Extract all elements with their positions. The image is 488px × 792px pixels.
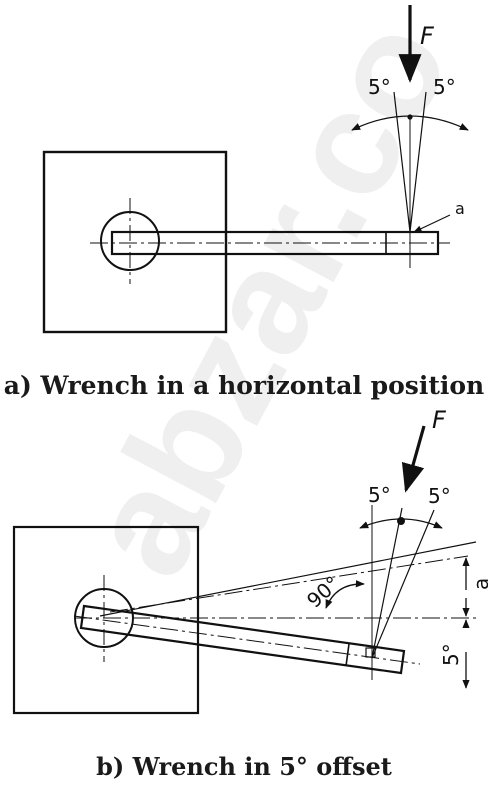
handle-centerline-b xyxy=(73,615,421,665)
force-label-b: F xyxy=(432,406,447,434)
angle-right-label-b: 5° xyxy=(428,484,451,508)
angle-left-label-b: 5° xyxy=(368,483,391,507)
arc-center-dot-a xyxy=(407,114,413,120)
load-angle-left-line xyxy=(393,91,411,233)
watermark-text: abzar.co xyxy=(52,0,482,601)
leader-a xyxy=(413,214,451,233)
right-angle-marker-b xyxy=(365,647,376,658)
workpiece-square xyxy=(42,150,228,334)
right-angle-label-b: 90° xyxy=(302,571,344,613)
wrench-handle-b xyxy=(79,604,406,675)
angle-left-label-a: 5° xyxy=(368,75,391,99)
load-angle-right-line xyxy=(409,91,427,233)
figure-a xyxy=(42,5,469,334)
right-angle-arc-b xyxy=(325,580,365,609)
caption-b: b) Wrench in 5° offset xyxy=(96,752,392,781)
offset-label-b: 5° xyxy=(439,643,463,666)
workpiece-square-b xyxy=(12,525,200,715)
dim-label-b: a xyxy=(469,578,488,590)
caption-a: a) Wrench in a horizontal position xyxy=(3,371,485,400)
arc-center-dot-b xyxy=(397,517,405,525)
force-label-a: F xyxy=(420,22,435,50)
angle-right-label-a: 5° xyxy=(433,75,456,99)
force-arrow-b xyxy=(401,425,426,493)
handle-end-line-b xyxy=(345,643,350,667)
figure-b xyxy=(12,425,478,715)
load-angle-left-line-b xyxy=(371,507,403,659)
outer-reference-b xyxy=(99,541,477,617)
point-label-a: a xyxy=(455,199,465,218)
load-angle-right-line-b xyxy=(371,509,435,659)
